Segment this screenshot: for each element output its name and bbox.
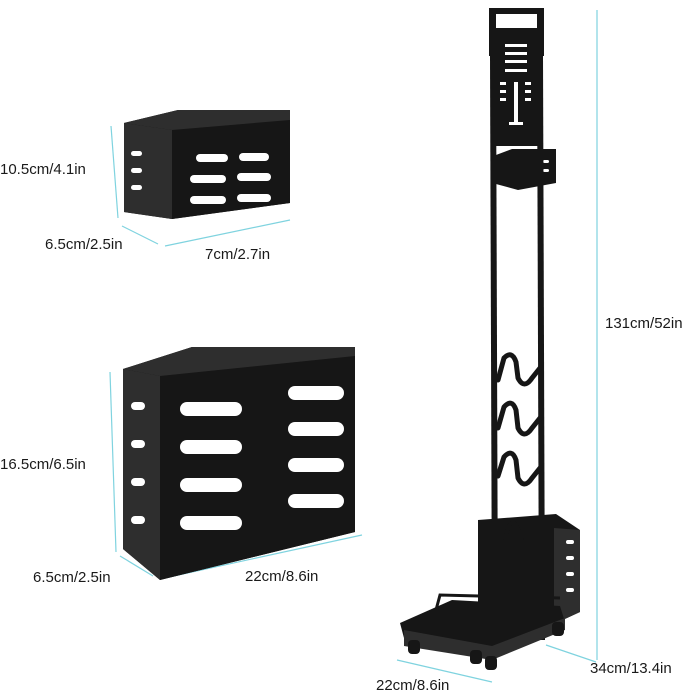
small-box-height-line xyxy=(110,125,119,219)
stand-depth-label: 34cm/13.4in xyxy=(590,660,672,677)
large-box-depth-line xyxy=(119,555,154,577)
small-box-height-label: 10.5cm/4.1in xyxy=(0,161,86,178)
small-basket xyxy=(124,110,290,219)
large-box-height-line xyxy=(109,371,117,553)
large-box-width-label: 22cm/8.6in xyxy=(245,568,319,585)
small-box-width-line xyxy=(164,219,291,247)
stand-width-label: 22cm/8.6in xyxy=(376,677,450,694)
stand-height-label: 131cm/52in xyxy=(605,315,683,332)
large-basket xyxy=(123,347,355,580)
small-box-width-label: 7cm/2.7in xyxy=(205,246,271,263)
small-box-depth-line xyxy=(121,225,159,245)
stand-width-line xyxy=(396,659,493,683)
stand-depth-line xyxy=(545,644,597,663)
large-box-height-label: 16.5cm/6.5in xyxy=(0,456,86,473)
small-box-depth-label: 6.5cm/2.5in xyxy=(45,236,123,253)
large-box-depth-label: 6.5cm/2.5in xyxy=(33,569,111,586)
vacuum-stand xyxy=(400,8,580,670)
